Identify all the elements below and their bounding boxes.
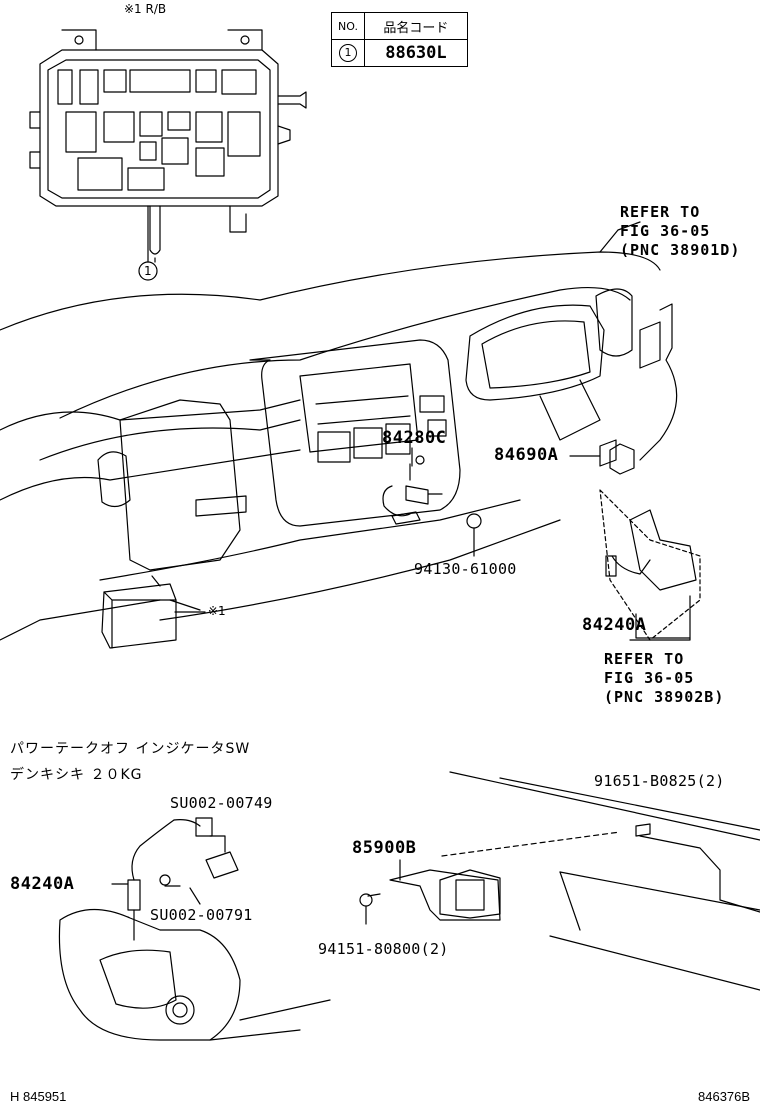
refer-upper-line1: REFER TO xyxy=(620,203,701,221)
part-84240A-lower: 84240A xyxy=(10,874,75,894)
refer-lower-line3: (PNC 38902B) xyxy=(604,688,725,706)
part-91651-B0825: 91651-B0825(2) xyxy=(594,772,725,790)
frame-bracket-drawing xyxy=(360,772,760,990)
part-SU002-00791: SU002-00791 xyxy=(150,906,253,924)
callout-1: 1 xyxy=(144,264,152,278)
note-line2: デンキシキ ２０KG xyxy=(10,767,143,783)
refer-lower-line1: REFER TO xyxy=(604,650,685,668)
note-line1: パワーテークオフ インジケータSW xyxy=(10,741,251,757)
footer-right: 846376B xyxy=(698,1089,751,1104)
code-table-row-no-value: 1 xyxy=(338,44,357,62)
note-ref-1: ※1 xyxy=(208,604,226,618)
dashboard-drawing xyxy=(0,222,700,648)
code-table-row-code: 88630L xyxy=(363,39,468,67)
part-SU002-00749: SU002-00749 xyxy=(170,794,273,812)
code-table-header-no: NO. xyxy=(331,12,365,40)
leader-lines xyxy=(148,206,690,638)
relay-block-drawing xyxy=(30,30,306,280)
code-table-row-no: 1 xyxy=(331,39,365,67)
footer-left: H 845951 xyxy=(10,1089,67,1104)
switch-assembly-drawing xyxy=(59,818,330,1040)
part-85900B: 85900B xyxy=(352,838,417,858)
part-94151-80800: 94151-80800(2) xyxy=(318,940,449,958)
code-table: NO. 品名コード 1 88630L xyxy=(331,12,468,67)
part-84690A: 84690A xyxy=(494,445,559,465)
part-94130-61000: 94130-61000 xyxy=(414,560,517,578)
refer-upper-line2: FIG 36-05 xyxy=(620,222,711,240)
code-table-header-code: 品名コード xyxy=(363,12,468,40)
relay-block-note: ※1 R/B xyxy=(124,2,167,16)
refer-upper-line3: (PNC 38901D) xyxy=(620,241,741,259)
part-84240A-upper: 84240A xyxy=(582,615,647,635)
refer-lower-line2: FIG 36-05 xyxy=(604,669,695,687)
part-84280C: 84280C xyxy=(382,428,447,448)
